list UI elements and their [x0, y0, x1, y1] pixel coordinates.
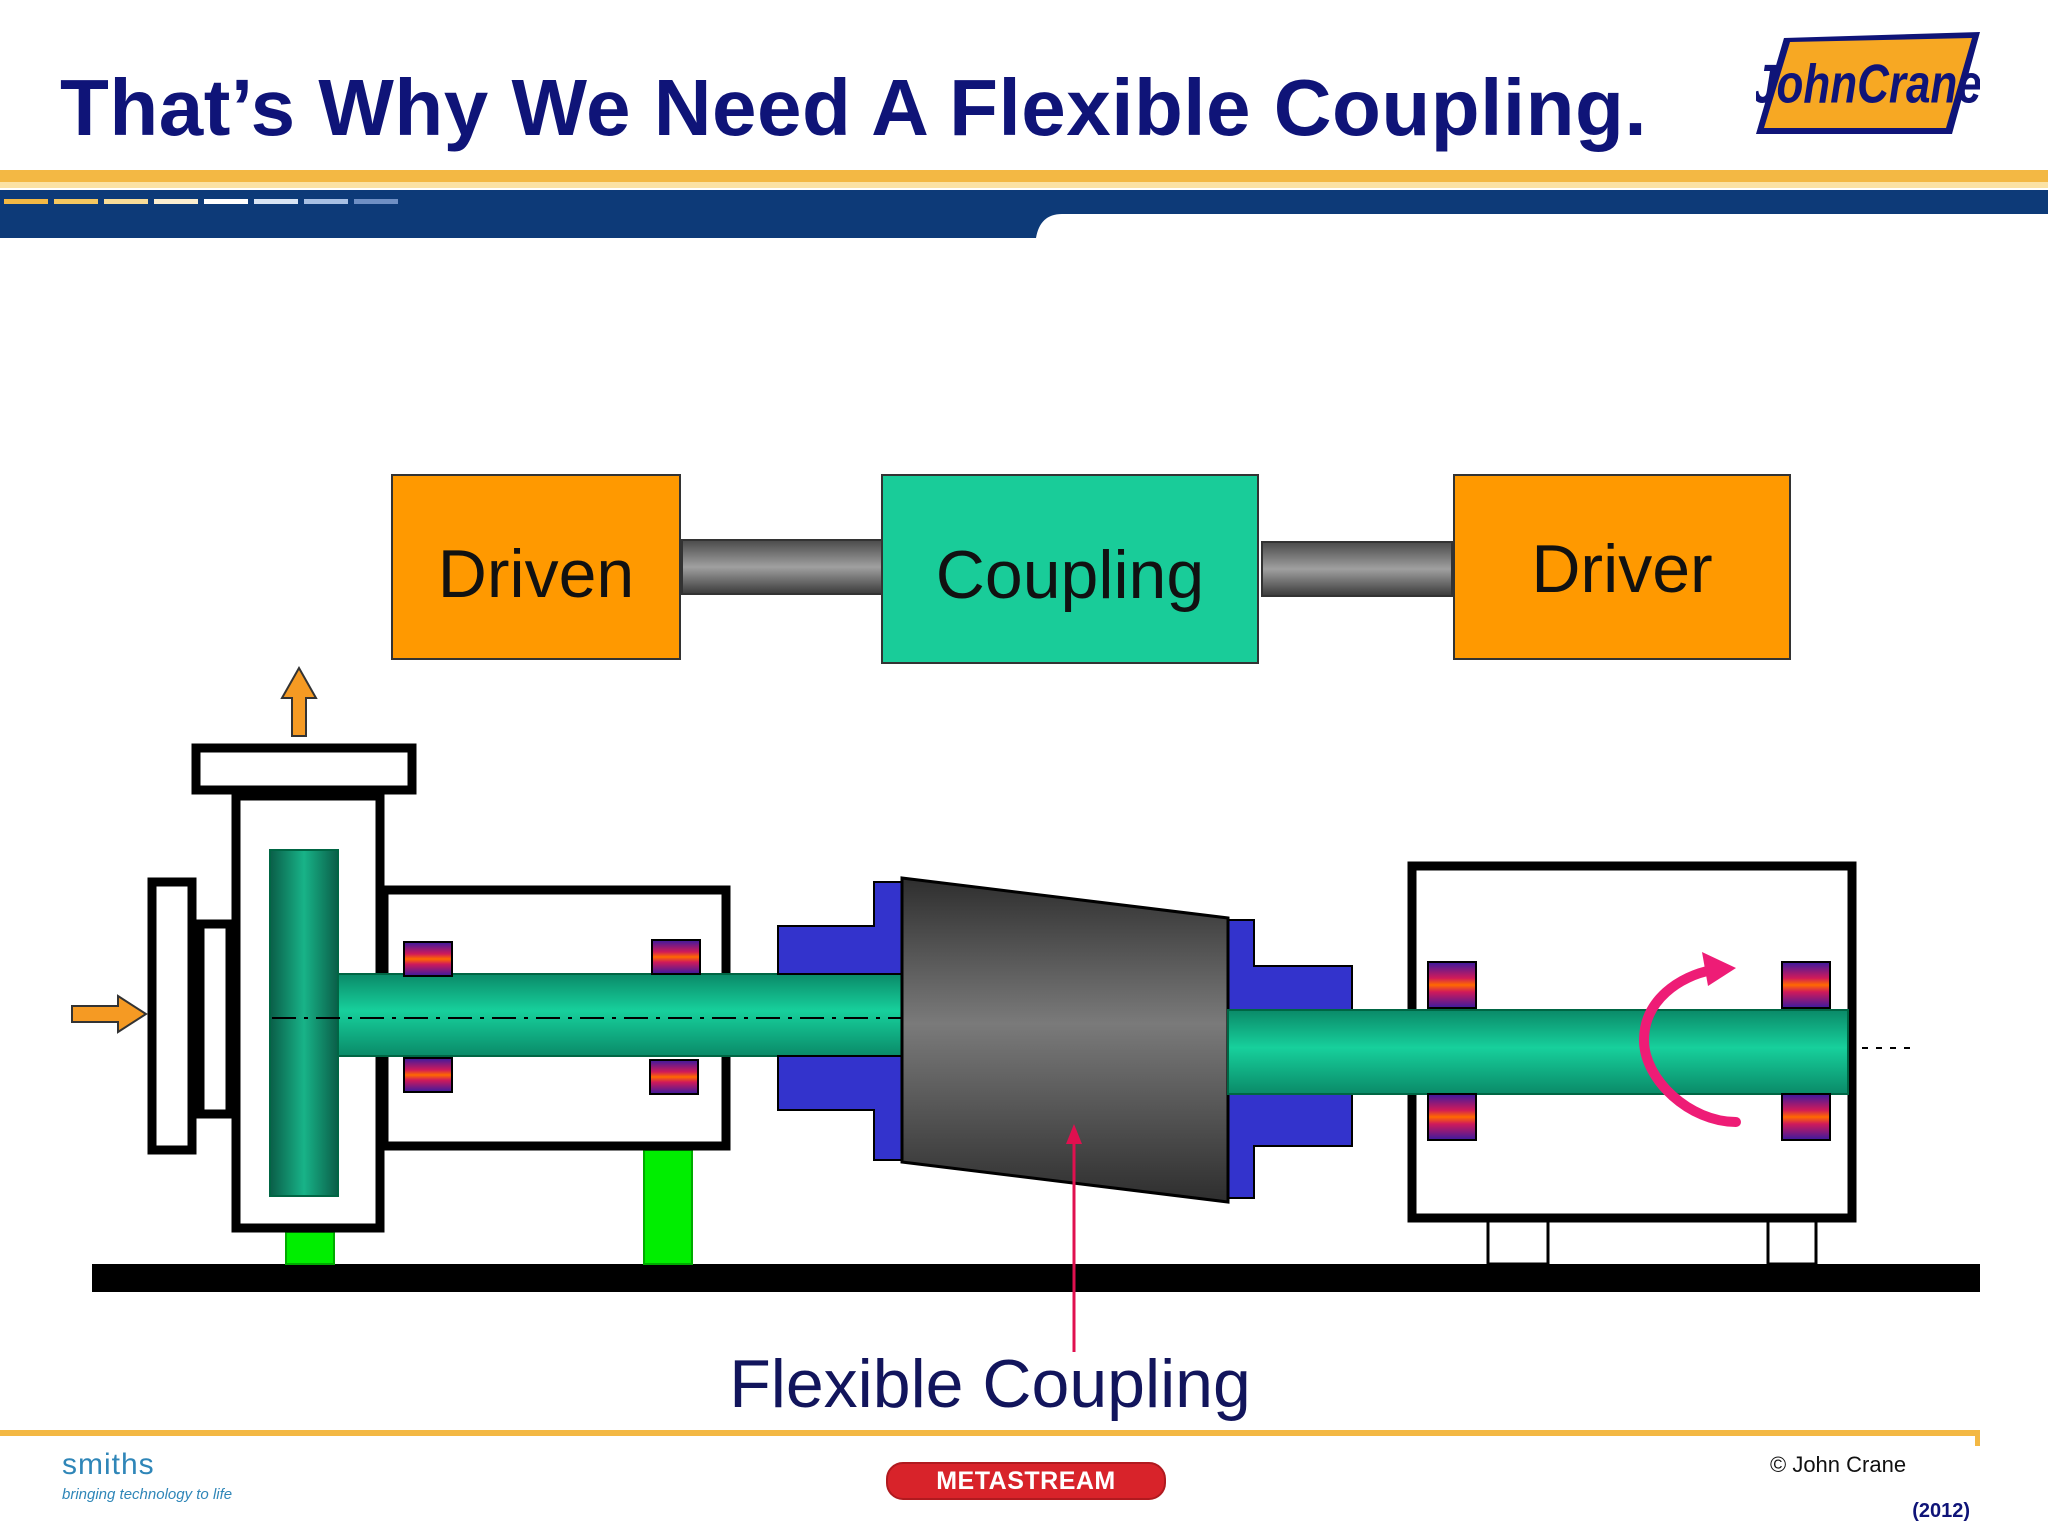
- driver-block: [1453, 474, 1791, 660]
- pump-discharge-flange: [191, 743, 417, 795]
- callout-pointer: [1066, 1124, 1082, 1352]
- metastream-logo: METASTREAM: [886, 1462, 1166, 1500]
- base-plate: [92, 1264, 1980, 1292]
- motor-foot-left: [1486, 1218, 1550, 1266]
- motor-shaft: [1227, 1009, 1849, 1095]
- footer-divider-tick: [1975, 1430, 1980, 1446]
- pump-support-right: [643, 1149, 693, 1265]
- outlet-flow-arrow-icon: [280, 665, 318, 737]
- driven-label: Driven: [437, 536, 635, 612]
- pump-bearing-3: [651, 939, 701, 975]
- motor-bearing-1: [1427, 961, 1477, 1009]
- john-crane-logo: JohnCrane: [1756, 32, 1980, 134]
- motor-bearing-2: [1427, 1093, 1477, 1141]
- impeller: [269, 849, 339, 1197]
- smiths-logo: smiths: [62, 1448, 155, 1481]
- year-text: (2012): [1912, 1500, 1970, 1522]
- flexible-coupling-label: Flexible Coupling: [729, 1346, 1251, 1422]
- driven-block: [391, 474, 681, 660]
- inlet-flow-arrow-icon: [71, 994, 148, 1034]
- header-bars: [0, 170, 2048, 238]
- block-diagram: [391, 474, 1791, 664]
- smiths-tagline: bringing technology to life: [62, 1486, 233, 1503]
- flexible-coupling-element: [900, 876, 1230, 1204]
- pump-support-left: [285, 1231, 335, 1265]
- rotation-arrow-icon: [1638, 952, 1741, 1127]
- header-dashes: [4, 199, 398, 204]
- slide-title: That’s Why We Need A Flexible Coupling.: [60, 63, 1648, 152]
- pump-suction-flange: [147, 877, 197, 1155]
- footer-divider: [0, 1430, 1980, 1436]
- pump-bearing-4: [649, 1059, 699, 1095]
- pump-shaft: [337, 973, 903, 1057]
- motor-foot-right: [1766, 1218, 1818, 1266]
- coupling-label: Coupling: [935, 537, 1205, 613]
- logo-text: JohnCrane: [1756, 53, 1980, 115]
- motor-bearing-3: [1781, 961, 1831, 1009]
- driver-label: Driver: [1531, 531, 1713, 607]
- pump-suction-ring: [195, 919, 235, 1119]
- copyright-text: © John Crane: [1770, 1452, 1907, 1477]
- pump-bearing-1: [403, 941, 453, 977]
- coupling-block: [881, 474, 1259, 664]
- connector-rod-right: [1261, 541, 1453, 597]
- motor-bearing-4: [1781, 1093, 1831, 1141]
- connector-rod-left: [681, 539, 883, 595]
- pump-bearing-2: [403, 1057, 453, 1093]
